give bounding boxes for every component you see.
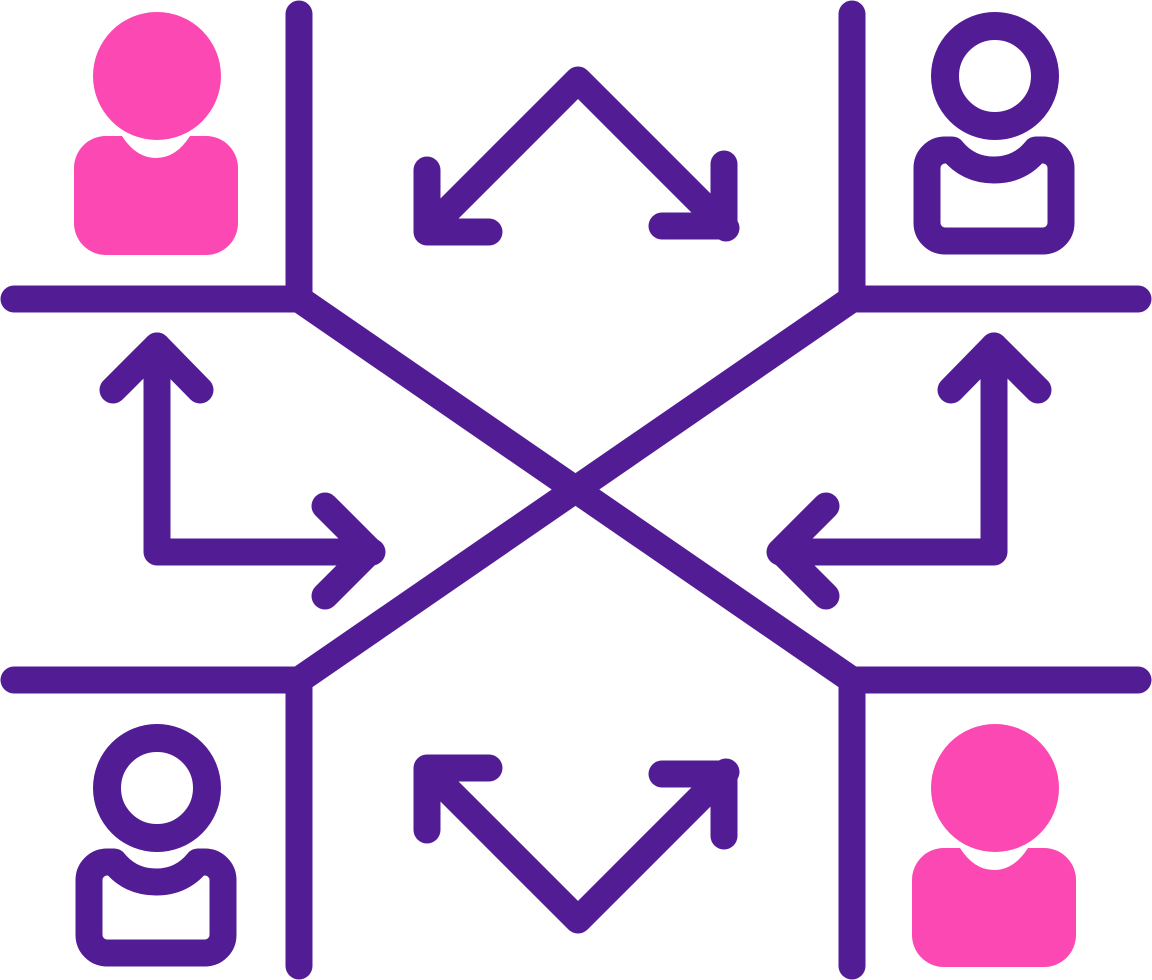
user-top-left-icon [74, 12, 238, 255]
user-bottom-left-icon [75, 724, 237, 967]
user-body [912, 848, 1076, 967]
user-top-right-icon [913, 12, 1075, 255]
double-arrow-left-icon [99, 332, 386, 610]
user-body [913, 136, 1075, 255]
user-body [74, 136, 238, 255]
diagonal-line-2 [285, 285, 866, 694]
double-arrow-top-icon [413, 66, 740, 246]
user-bottom-right-icon [912, 724, 1076, 967]
double-arrow-bottom-icon [413, 754, 740, 934]
double-arrow-right-icon [766, 332, 1052, 610]
user-body [75, 848, 237, 967]
connector-bottom-left [0, 666, 313, 980]
user-head [93, 724, 221, 852]
user-head [931, 724, 1059, 852]
user-head [931, 12, 1059, 140]
user-head [93, 12, 221, 140]
